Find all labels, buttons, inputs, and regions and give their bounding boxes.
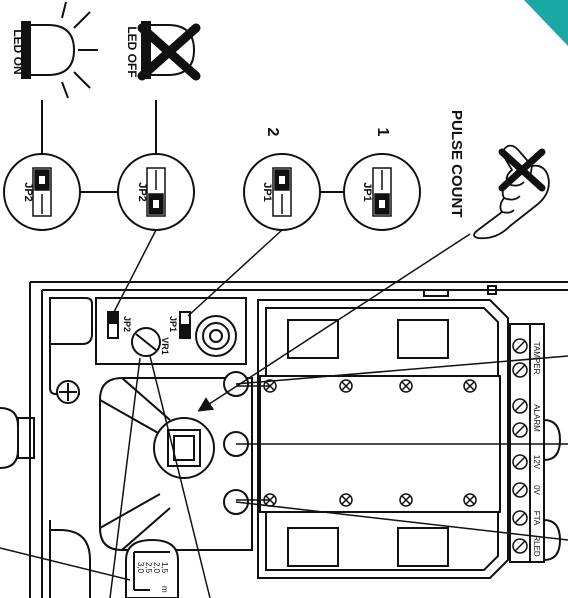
hand-cross-icon (498, 148, 546, 192)
terminal-label-rled: RLED (532, 535, 541, 557)
relay-screws (263, 379, 477, 507)
board-jp2-label: JP2 (122, 316, 132, 332)
range-value-1: 2,0 (152, 562, 161, 574)
detector-housing (0, 281, 568, 598)
jumper-panel (95, 297, 247, 365)
jp1-option2-jumper (272, 167, 292, 217)
jp2-on-label: JP2 (22, 182, 34, 202)
range-selector (125, 538, 179, 598)
screw-icon (56, 380, 80, 404)
led-off-label: LED OFF (125, 26, 139, 77)
terminal-label-12v: 12V (532, 455, 541, 470)
terminal-label-fta: FTA (532, 511, 541, 526)
board-vr1-label: VR1 (160, 337, 170, 355)
buzzer (195, 315, 237, 357)
jp2-off-jumper (146, 167, 166, 217)
jp2-on-jumper (32, 167, 52, 217)
option-2-label: 2 (264, 128, 281, 137)
board-jp1-label: JP1 (168, 316, 178, 332)
terminal-label-alarm: ALARM (532, 404, 541, 432)
pulse-count-label: PULSE COUNT (448, 110, 465, 218)
jp2-off-label: JP2 (136, 182, 148, 202)
range-value-3: 3,0 (136, 562, 145, 574)
range-value-0: 1,5 (160, 562, 169, 574)
corner-accent (524, 0, 568, 46)
range-unit: m (160, 586, 169, 593)
jp1-option1-jumper (372, 167, 392, 217)
relay-block (257, 299, 509, 579)
terminal-strip (509, 323, 545, 563)
terminal-label-0v: 0V (532, 485, 541, 495)
led-on-label: LED ON (11, 29, 25, 74)
option-1-label: 1 (374, 128, 391, 137)
led-on-icon (21, 1, 98, 99)
range-value-2: 2,5 (144, 562, 153, 574)
jp1-option2-label: JP1 (261, 182, 273, 202)
leader-lines (0, 229, 568, 598)
terminal-screws (512, 338, 528, 554)
jp1-option1-label: JP1 (361, 182, 373, 202)
cross-mark-icon (137, 23, 201, 81)
